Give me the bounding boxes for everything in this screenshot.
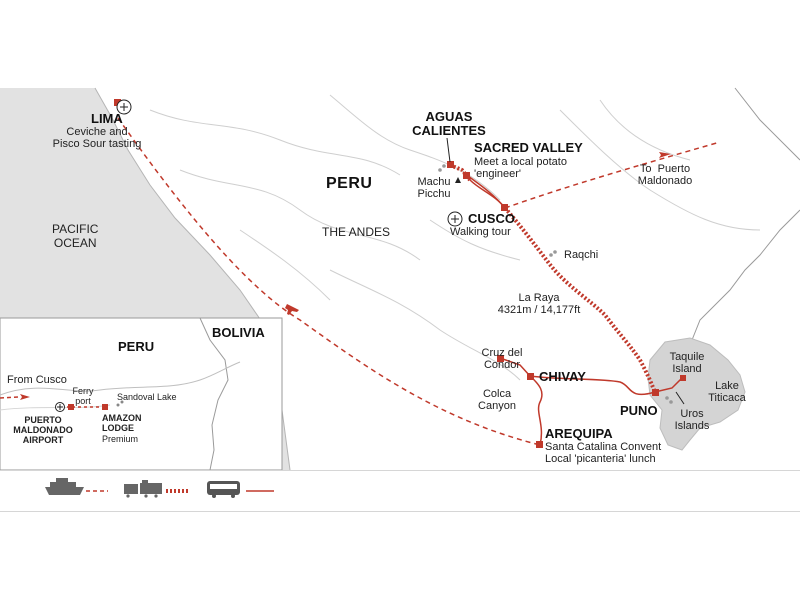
sacred-valley-marker [463,172,470,179]
puno-marker [652,389,659,396]
train-icon [124,480,162,498]
cusco-label: CUSCO [468,211,515,226]
lima-note: Ceviche and Pisco Sour tasting [52,126,142,150]
site-dots [438,164,673,404]
ocean-label: PACIFIC OCEAN [52,222,99,250]
stop-markers [114,99,686,448]
cusco-marker [501,204,508,211]
chivay-label: CHIVAY [539,369,586,384]
inset-bolivia-label: BOLIVIA [212,325,265,340]
boat-icon [45,478,84,495]
taquile-marker [680,375,686,381]
inset-route [0,394,124,412]
colca-canyon-label: Colca Canyon [478,388,516,412]
aguas-calientes-marker [447,161,454,168]
machu-picchu-peak-icon [455,177,461,183]
legend [0,470,800,512]
cruz-del-condor-marker [497,355,504,362]
cruz-del-condor-label: Cruz del Condor [481,347,523,371]
bus-icon [207,481,240,498]
machu-picchu-label: Machu Picchu [417,176,451,200]
plane-icons [285,152,671,315]
lima-label: LIMA [91,111,123,126]
aguas-calientes-label: AGUAS CALIENTES [412,109,486,138]
inset-peru-label: PERU [118,339,155,354]
amazon-lodge-label: AMAZON LODGE [102,413,142,433]
region-label-andes: THE ANDES [322,225,391,239]
to-puerto-maldonado-label: To Puerto Maldonado [637,163,693,187]
inset-plane-icon [20,394,30,400]
sandoval-lake-label: Sandoval Lake [117,392,177,402]
country-label-peru: PERU [326,175,373,192]
plane-icon [285,304,299,315]
leader-lines [446,137,685,405]
border-bolivia-brazil [689,87,800,346]
sacred-valley-note: Meet a local potato 'engineer' [474,156,567,180]
ferry-port-label: Ferry port [72,386,94,406]
plane-icon-to-maldonado [659,152,671,158]
flight-routes [117,117,721,446]
ferry-port-marker [68,404,74,410]
arequipa-marker [536,441,543,448]
from-cusco-label: From Cusco [7,374,67,386]
taquile-island-label: Taquile Island [669,351,705,375]
inset-map [0,317,283,471]
cusco-note: Walking tour [450,226,511,238]
amazon-lodge-marker [102,404,108,410]
legend-icons [45,478,274,498]
amazon-lodge-tier: Premium [102,434,139,444]
lake-titicaca-label: Lake Titicaca [708,380,746,404]
airport-icons [116,99,463,227]
arequipa-label: AREQUIPA [545,426,613,441]
puno-label: PUNO [620,403,658,418]
raqchi-label: Raqchi [564,249,599,261]
lake-titicaca [647,337,746,451]
lima-marker [114,99,121,106]
puerto-maldonado-airport-label: PUERTO MALDONADO AIRPORT [13,415,73,445]
rivers [149,94,761,381]
chivay-marker [527,373,534,380]
uros-islands-label: Uros Islands [674,408,710,432]
sacred-valley-label: SACRED VALLEY [474,140,583,155]
arequipa-note: Santa Catalina Convent Local 'picanteria… [545,441,662,465]
la-raya-label: La Raya 4321m / 14,177ft [497,292,581,316]
